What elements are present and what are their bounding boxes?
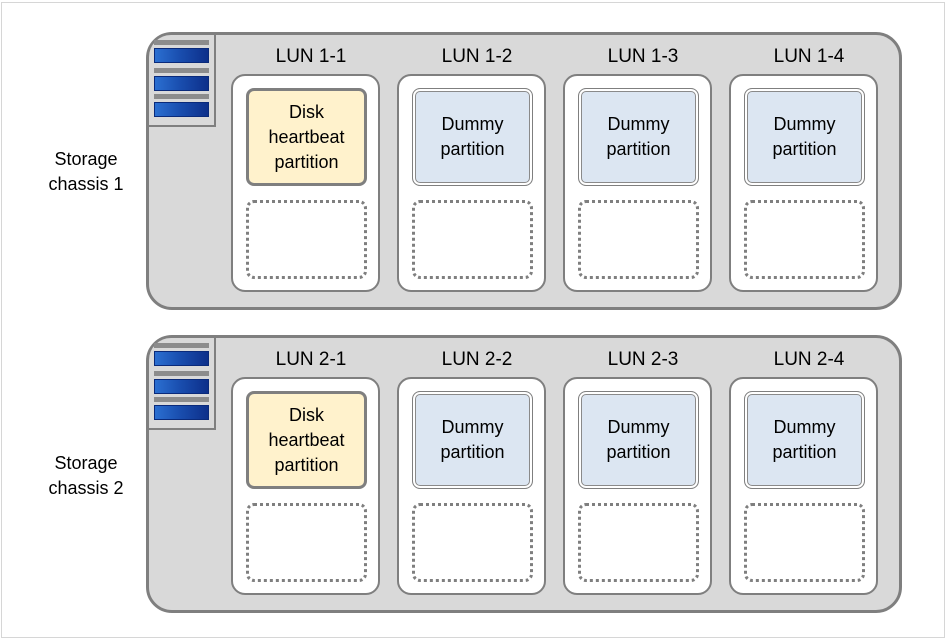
storage-rack-icon <box>147 33 216 127</box>
rack-divider <box>154 94 209 99</box>
lun-title: LUN 1-2 <box>441 46 513 67</box>
dummy-partition: Dummy partition <box>578 88 699 186</box>
chassis-2-label: Storage chassis 2 <box>48 453 124 498</box>
lun-box: Dummy partition <box>729 74 878 292</box>
empty-partition-slot <box>412 200 533 279</box>
disk-heartbeat-partition: Disk heartbeat partition <box>246 391 367 489</box>
lun-title: LUN 2-2 <box>441 349 513 370</box>
storage-rack-icon <box>147 336 216 430</box>
lun-box: Disk heartbeat partition <box>231 74 380 292</box>
chassis-1-label: Storage chassis 1 <box>48 149 124 194</box>
dummy-partition: Dummy partition <box>578 391 699 489</box>
lun-box: Dummy partition <box>397 74 546 292</box>
rack-divider <box>154 40 209 45</box>
rack-divider <box>154 397 209 402</box>
empty-partition-slot <box>246 503 367 582</box>
empty-partition-slot <box>578 503 699 582</box>
lun-box: Dummy partition <box>563 74 712 292</box>
dummy-partition: Dummy partition <box>744 391 865 489</box>
lun-title: LUN 2-4 <box>773 349 845 370</box>
rack-divider <box>154 371 209 376</box>
empty-partition-slot <box>246 200 367 279</box>
lun-title: LUN 2-1 <box>275 349 347 370</box>
lun-title: LUN 1-1 <box>275 46 347 67</box>
dummy-partition: Dummy partition <box>412 88 533 186</box>
lun-title: LUN 1-3 <box>607 46 679 67</box>
empty-partition-slot <box>578 200 699 279</box>
rack-blade <box>154 102 209 117</box>
rack-blade <box>154 48 209 63</box>
rack-blade <box>154 351 209 366</box>
empty-partition-slot <box>744 503 865 582</box>
dummy-partition: Dummy partition <box>412 391 533 489</box>
empty-partition-slot <box>744 200 865 279</box>
rack-divider <box>154 343 209 348</box>
dummy-partition: Dummy partition <box>744 88 865 186</box>
lun-box: Dummy partition <box>397 377 546 595</box>
rack-divider <box>154 68 209 73</box>
empty-partition-slot <box>412 503 533 582</box>
lun-box: Disk heartbeat partition <box>231 377 380 595</box>
lun-title: LUN 1-4 <box>773 46 845 67</box>
lun-box: Dummy partition <box>563 377 712 595</box>
lun-title: LUN 2-3 <box>607 349 679 370</box>
rack-blade <box>154 76 209 91</box>
rack-blade <box>154 405 209 420</box>
disk-heartbeat-partition: Disk heartbeat partition <box>246 88 367 186</box>
lun-box: Dummy partition <box>729 377 878 595</box>
rack-blade <box>154 379 209 394</box>
